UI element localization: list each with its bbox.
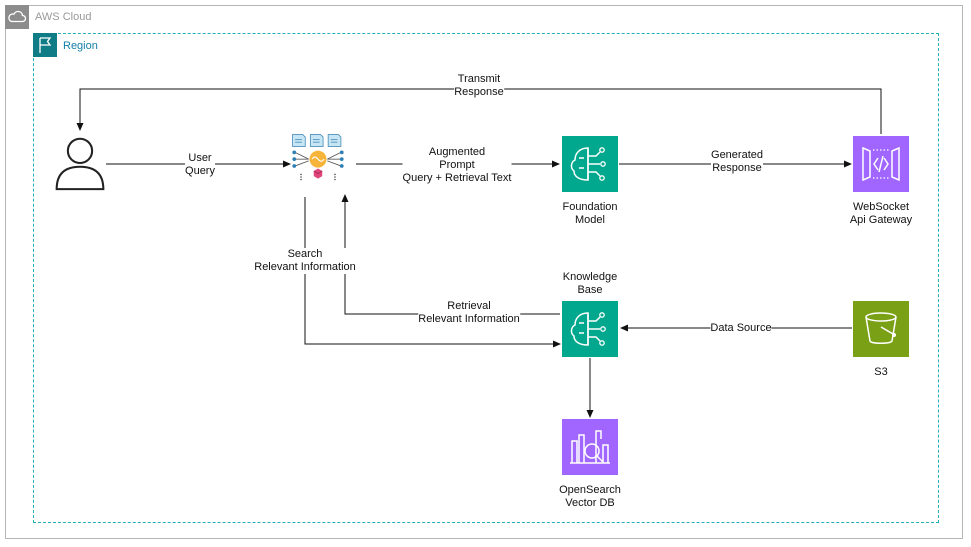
aws-cloud-label: AWS Cloud bbox=[35, 11, 92, 23]
s3-label: S3 bbox=[874, 366, 888, 378]
region-label: Region bbox=[63, 40, 98, 52]
flag-icon bbox=[33, 33, 57, 57]
edge-search bbox=[304, 197, 561, 348]
opensearch-icon bbox=[562, 419, 618, 475]
edge-retrieval bbox=[341, 194, 560, 315]
s3-bucket-icon bbox=[853, 301, 909, 357]
api-gateway-icon bbox=[853, 136, 909, 192]
bedrock-model-icon bbox=[562, 136, 618, 192]
aws-cloud-boundary bbox=[5, 5, 963, 539]
user-icon bbox=[52, 135, 108, 195]
bedrock-kb-icon bbox=[562, 301, 618, 357]
region-boundary bbox=[33, 33, 939, 523]
rag-orchestrator-icon bbox=[290, 132, 356, 198]
data-source-label: Data Source bbox=[710, 322, 772, 335]
cloud-icon bbox=[5, 5, 29, 29]
